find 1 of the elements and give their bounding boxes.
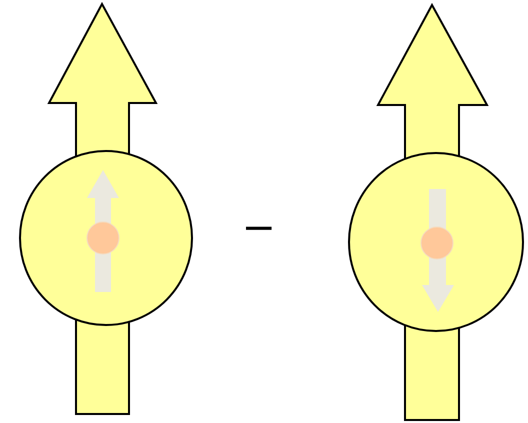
minus-sign: – <box>246 201 272 247</box>
